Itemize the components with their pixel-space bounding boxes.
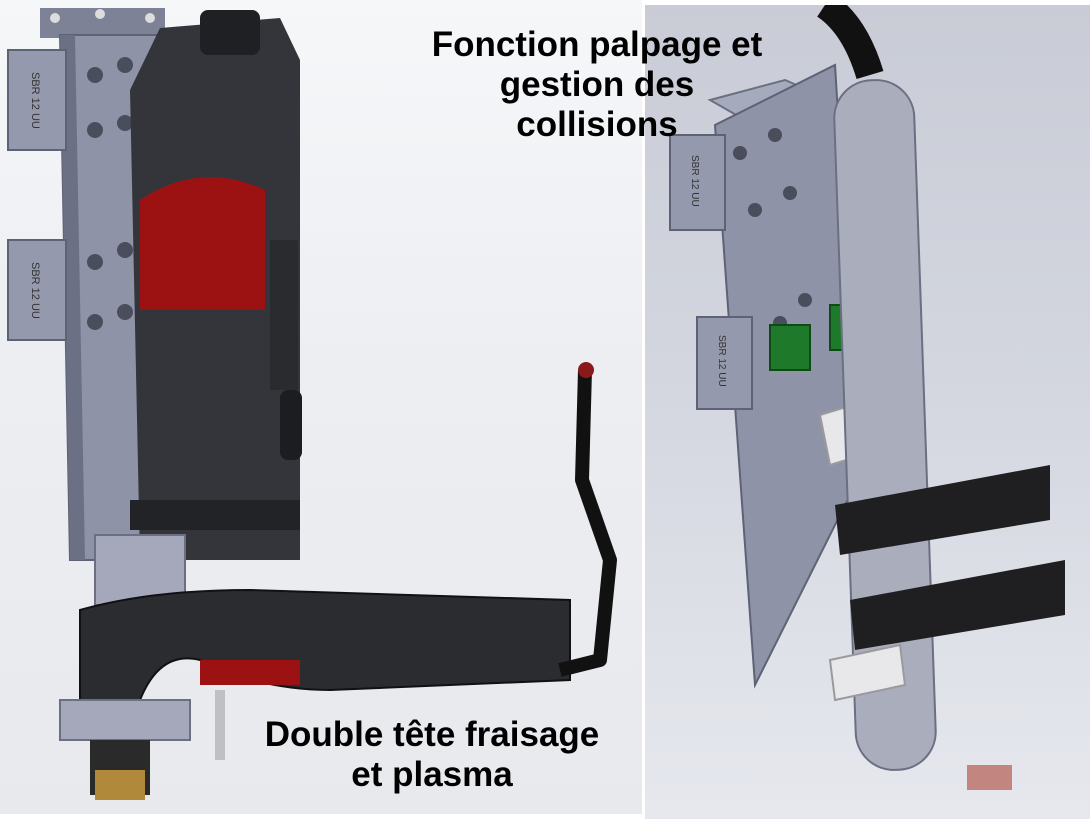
tube-tip	[967, 765, 1012, 790]
bearing-block-upper: SBR 12 UU	[7, 49, 67, 151]
red-band	[140, 177, 265, 310]
milling-bit	[215, 690, 225, 760]
plate-bolts	[87, 57, 133, 330]
probing-collision-head-illustration: SBR 12 UU SBR 12 UU	[669, 5, 1065, 790]
plasma-torch-arm	[79, 588, 571, 701]
bearing-block-upper	[669, 134, 726, 231]
router-spindle	[130, 10, 302, 560]
torch-cable	[558, 369, 617, 677]
tube-clamp-upper	[835, 465, 1050, 555]
limit-switch	[769, 324, 811, 371]
milling-plasma-head-illustration: SBR 12 UU SBR 12 UU	[7, 8, 617, 800]
plasma-nozzle	[95, 770, 145, 800]
left-render-panel: SBR 12 UU SBR 12 UU Double tête fraisage	[0, 0, 642, 814]
bearing-block-label: SBR 12 UU	[716, 335, 727, 387]
bearing-block-label: SBR 12 UU	[29, 262, 41, 319]
bearing-block-label: SBR 12 UU	[689, 155, 700, 207]
tube-clamp-lower	[850, 560, 1065, 650]
bearing-block-lower: SBR 12 UU	[7, 239, 67, 341]
right-render-panel: SBR 12 UU SBR 12 UU	[645, 5, 1090, 819]
top-cable	[816, 5, 884, 80]
caption-double-head: Double tête fraisage et plasma	[264, 715, 600, 794]
bearing-block-label: SBR 12 UU	[29, 72, 41, 129]
panel-divider	[642, 0, 645, 814]
caption-probing-collisions: Fonction palpage et gestion des collisio…	[431, 25, 763, 144]
bearing-block-lower	[696, 316, 753, 410]
